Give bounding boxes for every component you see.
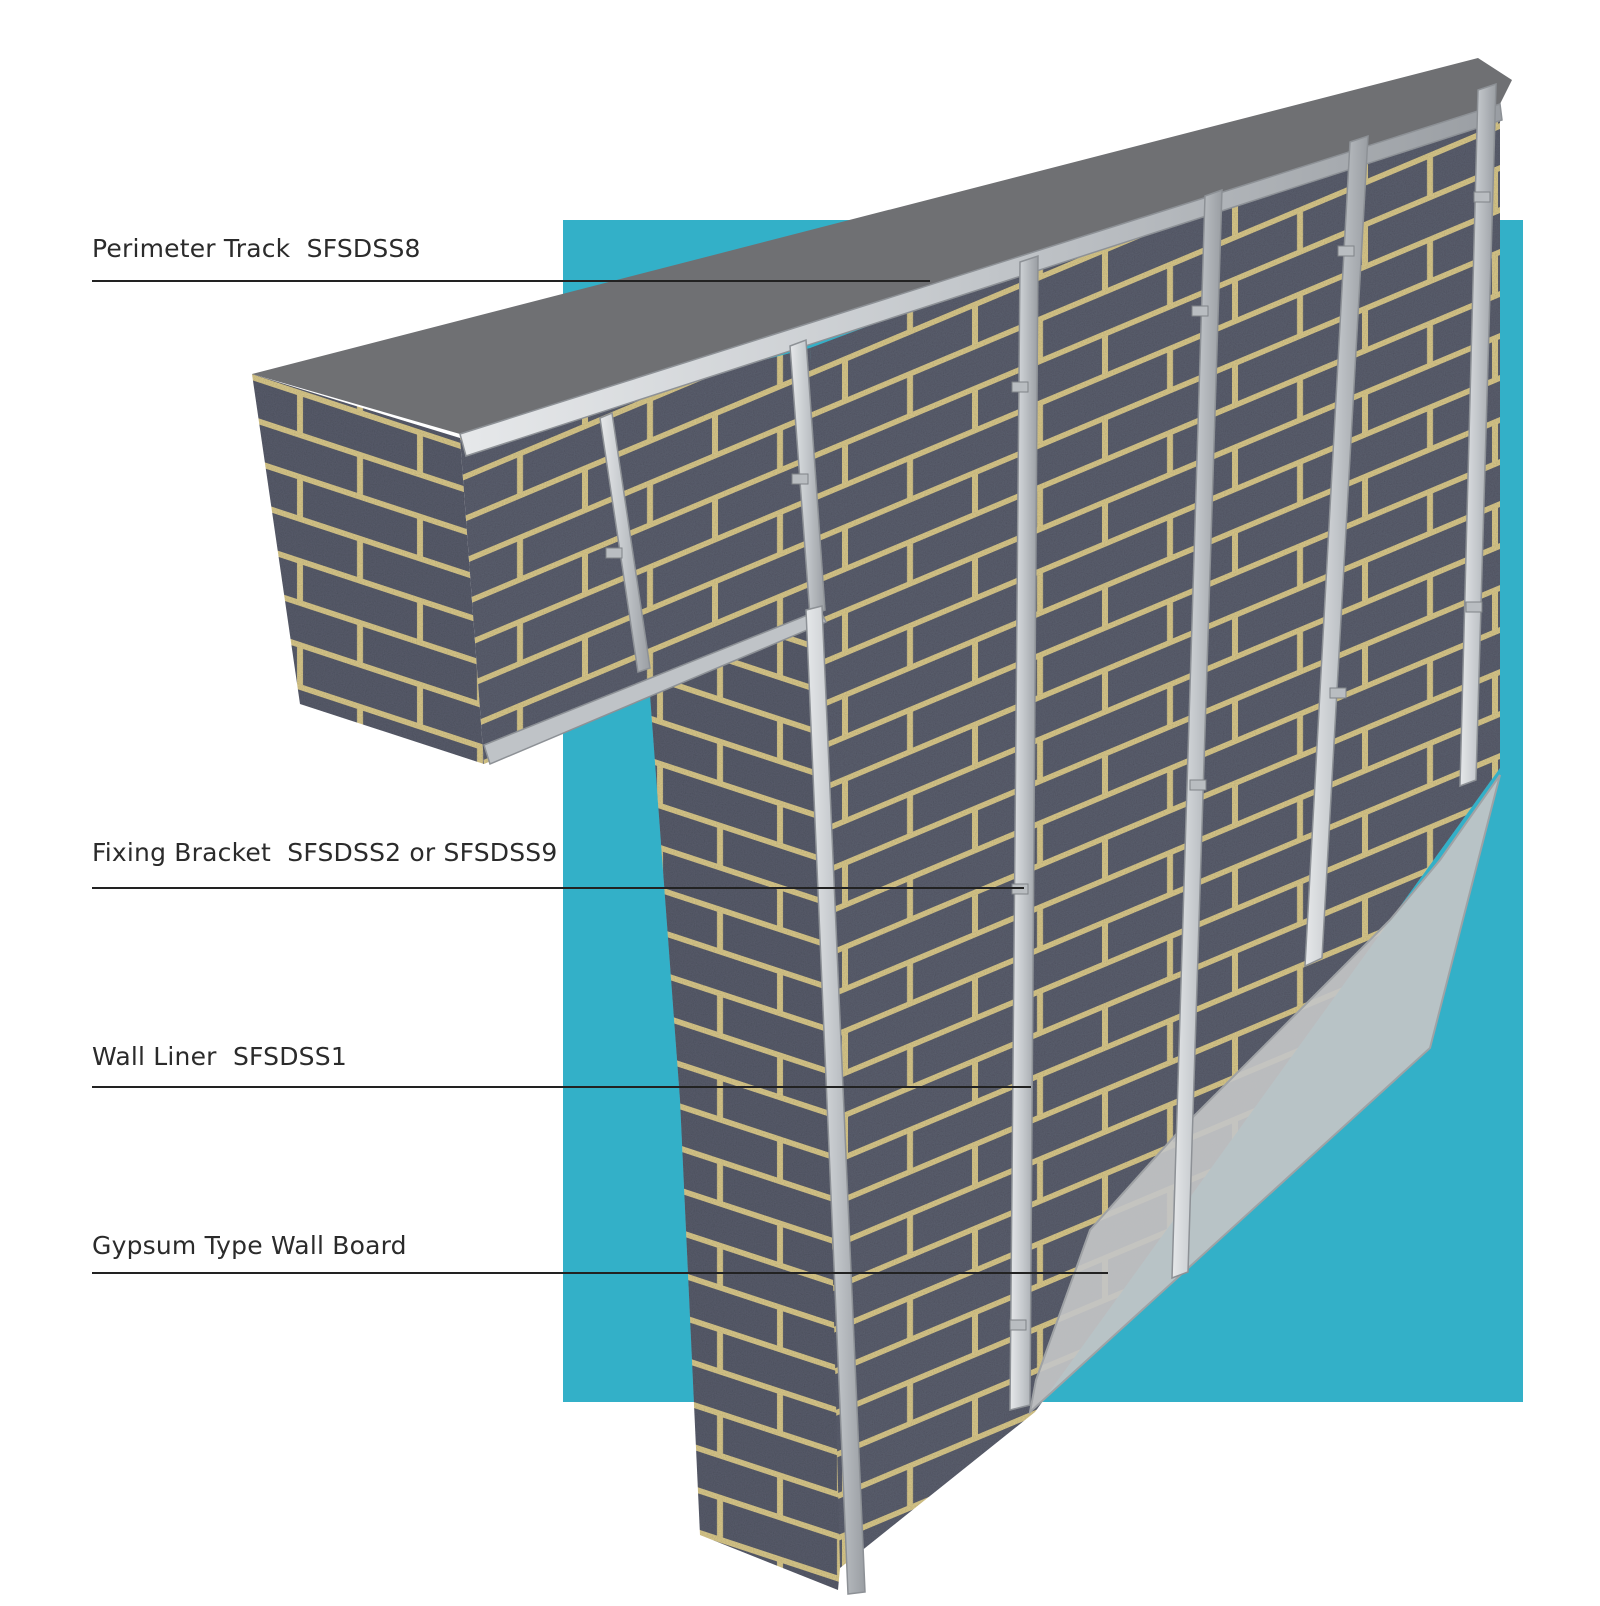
wall-liner-stud	[805, 605, 866, 1595]
fixing-brackets	[605, 191, 1491, 1331]
callout-leader-line	[92, 280, 930, 282]
block-wall-head-end	[252, 374, 484, 764]
wall-liner-stud	[1304, 134, 1369, 968]
fixing-bracket	[1189, 779, 1207, 791]
block-wall-pier-end	[650, 628, 840, 1590]
perimeter-track-front-flange	[459, 103, 1503, 457]
fixing-bracket	[1329, 687, 1347, 699]
fixing-bracket	[1473, 191, 1491, 203]
callout-label-wall-liner: Wall Liner SFSDSS1	[92, 1042, 347, 1071]
wall-liner-stud	[1171, 188, 1223, 1280]
block-wall-main-face	[810, 88, 1500, 1572]
fixing-bracket	[1011, 381, 1029, 393]
fixing-bracket	[1465, 601, 1483, 613]
callout-leader-line	[92, 1086, 1031, 1088]
callout-label-perimeter-track: Perimeter Track SFSDSS8	[92, 234, 421, 263]
block-wall	[252, 88, 1500, 1590]
callout-leader-line	[92, 1272, 1108, 1274]
gypsum-board	[1028, 774, 1501, 1415]
fixing-bracket	[1009, 1319, 1027, 1331]
callout-label-gypsum-wall-board: Gypsum Type Wall Board	[92, 1231, 407, 1260]
perimeter-track-lower-flange	[483, 609, 828, 766]
perimeter-track-top	[252, 58, 1512, 434]
callout-leader-line	[92, 887, 1024, 889]
fixing-bracket	[1337, 245, 1355, 257]
fixing-bracket	[1191, 305, 1209, 317]
wall-liner-stud	[599, 411, 651, 673]
perimeter-track	[252, 58, 1512, 766]
fixing-bracket	[791, 473, 809, 485]
callout-label-fixing-bracket: Fixing Bracket SFSDSS2 or SFSDSS9	[92, 838, 558, 867]
fixing-bracket	[605, 547, 623, 559]
fixing-bracket	[1011, 883, 1029, 895]
wall-liner-stud	[1009, 254, 1039, 1411]
